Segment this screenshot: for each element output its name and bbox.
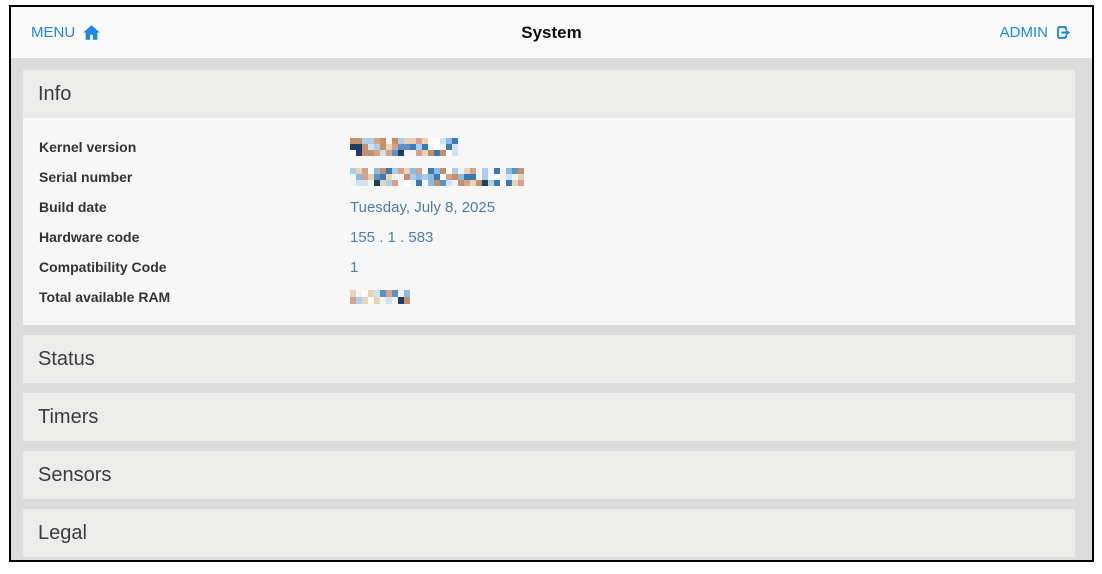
- info-label: Build date: [39, 199, 107, 215]
- info-label: Compatibility Code: [39, 259, 167, 275]
- section-header-legal[interactable]: Legal: [23, 509, 1075, 557]
- info-label: Kernel version: [39, 139, 137, 155]
- section-sensors: Sensors: [23, 451, 1075, 499]
- section-title: Sensors: [38, 463, 112, 486]
- section-header-info[interactable]: Info: [23, 70, 1075, 118]
- redacted-value: [350, 138, 458, 156]
- info-value: [350, 138, 458, 156]
- info-value: [350, 168, 524, 186]
- info-value: 155 . 1 . 583: [350, 228, 434, 246]
- admin-link[interactable]: ADMIN: [1000, 24, 1072, 41]
- section-legal: Legal: [23, 509, 1075, 557]
- section-title: Status: [38, 347, 95, 370]
- logout-icon: [1055, 24, 1072, 41]
- info-label: Serial number: [39, 169, 133, 185]
- info-label: Total available RAM: [39, 289, 171, 305]
- section-timers: Timers: [23, 393, 1075, 441]
- redacted-value: [350, 168, 524, 186]
- top-bar: MENU System ADMIN: [11, 7, 1092, 58]
- home-icon: [82, 23, 101, 42]
- info-row-kernel-version: Kernel version: [23, 132, 1075, 162]
- section-title: Legal: [38, 521, 87, 544]
- app-window: MENU System ADMIN Info: [9, 5, 1094, 562]
- section-header-sensors[interactable]: Sensors: [23, 451, 1075, 499]
- section-status: Status: [23, 335, 1075, 383]
- redacted-value: [350, 290, 410, 304]
- info-value: Tuesday, July 8, 2025: [350, 198, 496, 216]
- info-row-compatibility-code: Compatibility Code 1: [23, 252, 1075, 282]
- menu-link-label: MENU: [31, 24, 76, 41]
- info-value: 1: [350, 258, 359, 276]
- admin-link-label: ADMIN: [999, 24, 1048, 41]
- section-info: Info Kernel version Serial number Buil: [23, 70, 1075, 325]
- menu-link[interactable]: MENU: [31, 23, 101, 42]
- info-row-build-date: Build date Tuesday, July 8, 2025: [23, 192, 1075, 222]
- page-title: System: [521, 22, 582, 42]
- section-header-status[interactable]: Status: [23, 335, 1075, 383]
- info-body: Kernel version Serial number Build date …: [23, 118, 1075, 325]
- info-row-total-available-ram: Total available RAM: [23, 282, 1075, 312]
- info-row-hardware-code: Hardware code 155 . 1 . 583: [23, 222, 1075, 252]
- section-title: Timers: [38, 405, 99, 428]
- info-row-serial-number: Serial number: [23, 162, 1075, 192]
- section-title: Info: [38, 82, 72, 105]
- info-value: [350, 290, 410, 304]
- info-label: Hardware code: [39, 229, 140, 245]
- section-header-timers[interactable]: Timers: [23, 393, 1075, 441]
- content-area: Info Kernel version Serial number Buil: [11, 58, 1092, 566]
